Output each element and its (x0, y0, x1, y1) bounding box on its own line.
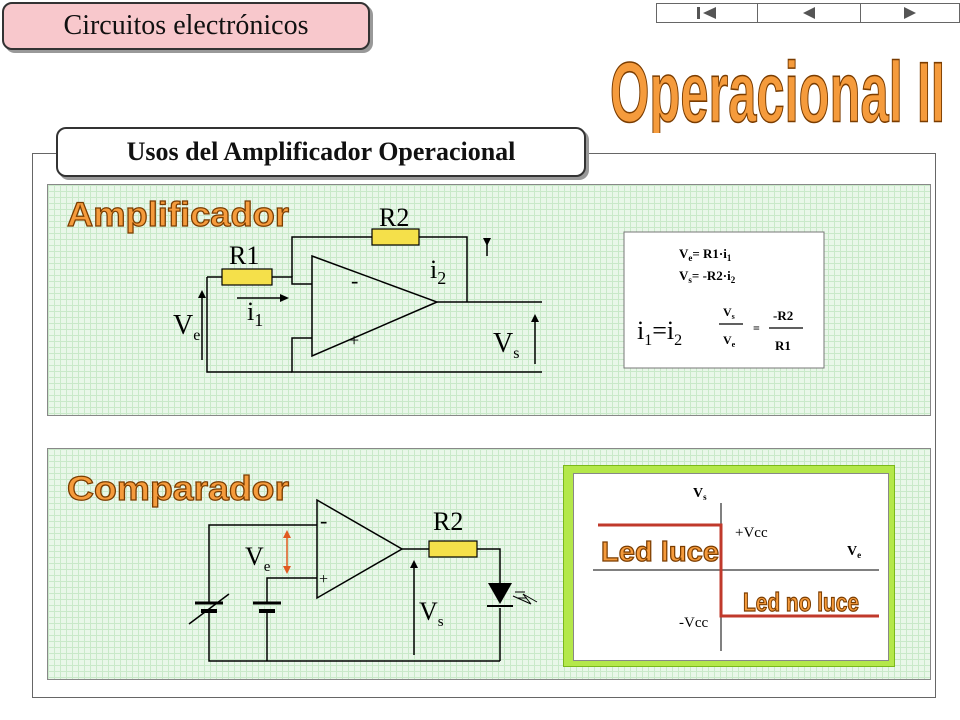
r1-label: R1 (229, 241, 259, 270)
ve-label: Ve (173, 310, 200, 344)
led-off-label: Led no luce (743, 587, 859, 617)
vs-label: Vs (493, 328, 519, 362)
ve-arrow-bottom (283, 566, 291, 574)
current-equality: i1=i2 (637, 316, 682, 349)
i2-arrow-head (483, 238, 491, 246)
resistor-r2 (371, 228, 420, 246)
formula-line-1: Ve= R1·i1 (679, 246, 732, 263)
inverting-input-sign: - (351, 268, 358, 293)
graph-x-axis-label: Ve (847, 544, 861, 560)
comparator-op-amp (316, 498, 404, 600)
comparator-heading: Comparador (67, 470, 289, 508)
amplifier-heading: Amplificador (67, 196, 289, 234)
positive-level-label: +Vcc (735, 525, 768, 541)
non-inverting-input-sign: + (349, 330, 359, 350)
led-on-label: Led luce (601, 536, 719, 567)
i1-label: i1 (247, 297, 263, 330)
battery (253, 601, 281, 623)
i2-label: i2 (430, 255, 446, 288)
ratio-numerator: Vs (723, 305, 735, 321)
comparator-plus-sign: + (319, 571, 328, 588)
gain-denominator: R1 (775, 338, 791, 353)
op-amp-symbol (311, 254, 440, 358)
transfer-graph-area (573, 473, 889, 661)
comparator-resistor-r2 (428, 540, 478, 558)
topic-title: Operacional II (610, 45, 945, 133)
comparator-diagram: Comparador - + Ve Vs R2 (66, 469, 538, 662)
next-slide-icon (904, 7, 916, 19)
first-slide-button[interactable] (656, 3, 758, 23)
gain-numerator: -R2 (773, 308, 793, 323)
section-label: Usos del Amplificador Operacional (56, 127, 586, 177)
transfer-graph: Vs Ve +Vcc -Vcc Led luce Led no luce (593, 486, 879, 651)
topic-title-graphic: Operacional II (609, 45, 945, 133)
ve-arrow-top (283, 530, 291, 538)
formula-box (623, 231, 825, 369)
comparator-minus-sign: - (320, 508, 327, 533)
previous-slide-button[interactable] (757, 3, 861, 23)
ratio-denominator: Ve (723, 333, 736, 349)
transfer-curve (598, 523, 879, 618)
formula-line-2: Vs= -R2·i2 (679, 268, 736, 285)
led-icon (487, 583, 538, 607)
first-slide-icon (697, 7, 716, 19)
ratio-equals: = (753, 321, 760, 335)
i1-arrow-head (280, 294, 289, 302)
previous-slide-icon (803, 7, 815, 19)
vs-arrow-head (531, 314, 539, 322)
graph-y-axis-label: Vs (693, 486, 707, 502)
resistor-r1 (221, 268, 273, 286)
next-slide-button[interactable] (860, 3, 960, 23)
comparator-ve-label: Ve (245, 542, 271, 575)
comparator-r2-label: R2 (433, 507, 463, 536)
r2-label: R2 (379, 203, 409, 232)
comparator-vs-label: Vs (419, 597, 444, 630)
negative-level-label: -Vcc (679, 615, 708, 631)
amplifier-diagram: Amplificador - + R1 R2 i1 i2 Ve Vs Ve= R… (66, 195, 825, 373)
course-title: Circuitos electrónicos (2, 2, 370, 50)
variable-battery (188, 593, 230, 625)
ve-arrow-head (198, 290, 206, 298)
comparator-vs-arrow-head (410, 560, 418, 568)
